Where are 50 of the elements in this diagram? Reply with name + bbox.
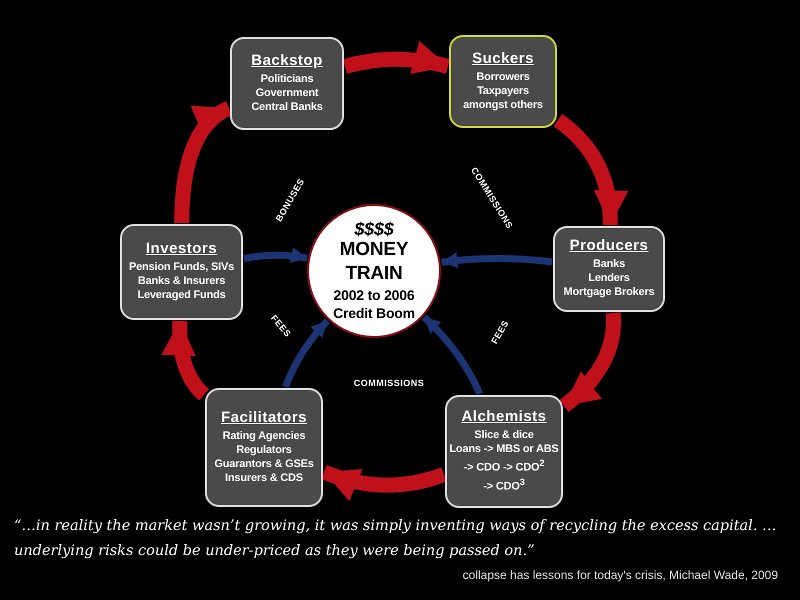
box-item: Rating Agencies — [222, 428, 306, 442]
arrow — [559, 312, 621, 412]
box-item: -> CDO$^{3}$ — [483, 476, 525, 494]
arrow — [282, 318, 330, 388]
box-item: Lenders — [588, 271, 630, 285]
box-heading: Facilitators — [220, 410, 308, 424]
arrow — [422, 314, 483, 396]
box-item: Banks & Insurers — [138, 274, 226, 288]
arrow — [343, 41, 450, 75]
source-citation: collapse has lessons for today's crisis, Michael Wade, 2009 — [462, 568, 778, 582]
box-heading: Backstop — [251, 54, 323, 68]
circle-text: 2002 to 2006 — [334, 286, 414, 304]
box-item: Mortgage Brokers — [564, 285, 654, 299]
arrow — [441, 252, 552, 268]
box-heading: Producers — [570, 239, 648, 253]
arrow — [321, 465, 446, 500]
circle-text: TRAIN — [345, 262, 403, 286]
box-item: Borrowers — [476, 70, 530, 84]
rounded-box — [205, 388, 323, 507]
box-item: Loans -> MBS or ABS — [449, 442, 559, 456]
box-item: Government — [256, 86, 318, 100]
rounded-box — [553, 226, 665, 312]
rounded-box — [120, 224, 243, 320]
box-item: Politicians — [260, 72, 314, 86]
box-item: Regulators — [236, 442, 292, 456]
flow-label: COMMISSIONS — [354, 378, 424, 388]
arrow — [162, 320, 210, 400]
box-item: Banks — [592, 257, 626, 271]
box-item: amongst others — [463, 98, 543, 112]
rounded-box — [230, 37, 344, 130]
circle-text: MONEY — [340, 238, 408, 262]
box-item: Leveraged Funds — [137, 288, 226, 302]
circle-text: $$$$ — [354, 220, 394, 238]
box-item: Central Banks — [251, 100, 323, 114]
box-item: Pension Funds, SIVs — [129, 260, 234, 274]
quote-caption: “…in reality the market wasn’t growing, it was simply inventing ways of recycling the excess capital. … underlying risks could be under-priced as they were being passed on.” — [14, 517, 778, 561]
arrow — [174, 101, 232, 224]
rounded-box — [445, 395, 563, 508]
arrow — [243, 247, 308, 264]
box-item: Slice & dice — [474, 428, 534, 442]
rounded-box — [449, 35, 557, 128]
box-item: Insurers & CDS — [225, 470, 303, 484]
arrow — [553, 114, 628, 226]
box-item: Taxpayers — [477, 84, 529, 98]
box-heading: Alchemists — [461, 410, 547, 424]
box-item: Guarantors & GSEs — [214, 456, 314, 470]
box-item: -> CDO -> CDO$^{2}$ — [464, 456, 544, 474]
circle-text: Credit Boom — [333, 304, 415, 322]
box-heading: Investors — [146, 242, 218, 256]
box-heading: Suckers — [472, 52, 534, 66]
